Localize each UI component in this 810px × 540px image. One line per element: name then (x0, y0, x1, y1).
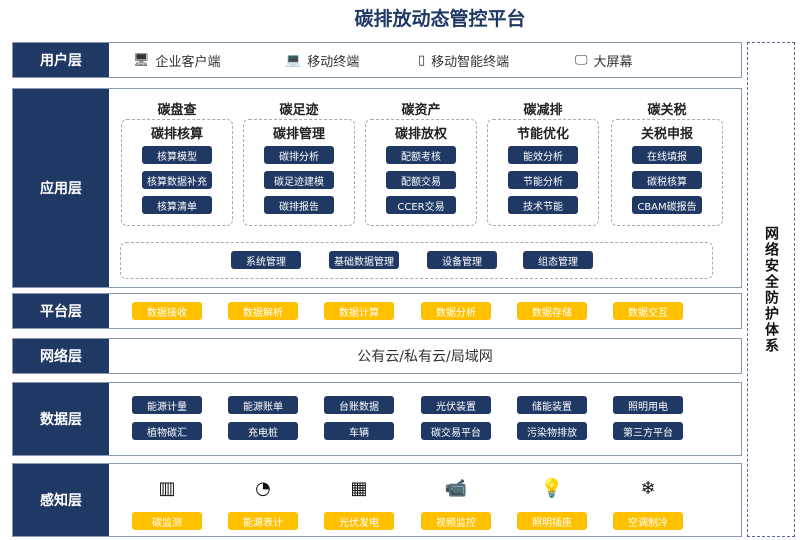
carbon-monitor-icon: ▥ (158, 477, 176, 499)
sensing-button: 照明插座 (517, 512, 587, 530)
sensing-button: 光伏发电 (324, 512, 394, 530)
group-box (243, 119, 355, 226)
layer-label: 平台层 (13, 294, 109, 328)
terminal-desktop: 🖥 企业客户端 (133, 43, 221, 77)
sensing-button: 能源表计 (228, 512, 298, 530)
sensing-button: 空调制冷 (613, 512, 683, 530)
group-box (365, 119, 477, 226)
system-management-box (120, 242, 713, 279)
platform-button: 数据存储 (517, 302, 587, 320)
terminal-monitor: 🖵 大屏幕 (575, 43, 633, 77)
function-button: 核算清单 (142, 196, 212, 214)
function-button: CCER交易 (386, 196, 456, 214)
sensing-button: 碳监测 (132, 512, 202, 530)
system-button: 设备管理 (427, 251, 497, 269)
group-title: 碳减排 (523, 103, 563, 118)
terminal-label: 大屏幕 (593, 54, 633, 70)
network-text: 公有云/私有云/局域网 (357, 349, 493, 365)
group-title: 碳关税 (647, 103, 687, 118)
data-source-button: 污染物排放 (517, 422, 587, 440)
function-button: 核算数据补充 (142, 171, 212, 189)
group-subtitle: 碳排放权 (394, 127, 447, 142)
function-button: 碳排报告 (264, 196, 334, 214)
function-button: 在线填报 (632, 146, 702, 164)
function-button: 技术节能 (508, 196, 578, 214)
terminal-label: 移动智能终端 (431, 54, 510, 70)
system-button: 基础数据管理 (329, 251, 399, 269)
platform-button: 数据接收 (132, 302, 202, 320)
desktop-icon: 🖥 (133, 52, 150, 68)
data-source-button: 车辆 (324, 422, 394, 440)
solar-panel-icon: ▦ (350, 477, 368, 499)
data-source-button: 充电桩 (228, 422, 298, 440)
system-button: 系统管理 (231, 251, 301, 269)
function-button: 碳足迹建模 (264, 171, 334, 189)
layer-label: 用户层 (13, 43, 109, 77)
group-box (611, 119, 723, 226)
function-button: 碳税核算 (632, 171, 702, 189)
function-button: 核算模型 (142, 146, 212, 164)
terminal-label: 移动终端 (307, 54, 360, 70)
group-subtitle: 关税申报 (640, 127, 693, 142)
data-source-button: 能源账单 (228, 396, 298, 414)
app-layer: 应用层 碳盘查碳排核算核算模型核算数据补充核算清单 碳足迹碳排管理碳排分析碳足迹建… (12, 88, 742, 288)
data-source-button: 第三方平台 (613, 422, 683, 440)
data-source-button: 照明用电 (613, 396, 683, 414)
data-source-button: 台账数据 (324, 396, 394, 414)
user-layer: 用户层 🖥 企业客户端 💻 移动终端 ▯ 移动智能终端 🖵 大屏幕 (12, 42, 742, 78)
group-box (487, 119, 599, 226)
light-bulb-icon: 💡 (540, 477, 564, 499)
monitor-icon: 🖵 (575, 52, 588, 68)
platform-button: 数据分析 (421, 302, 491, 320)
data-source-button: 储能装置 (517, 396, 587, 414)
group-subtitle: 碳排核算 (150, 127, 203, 142)
function-button: 能效分析 (508, 146, 578, 164)
layer-label: 数据层 (13, 383, 109, 455)
air-conditioner-icon: ❄ (640, 477, 656, 499)
group-title: 碳盘查 (157, 103, 197, 118)
group-subtitle: 节能优化 (516, 127, 569, 142)
laptop-icon: 💻 (285, 52, 302, 68)
layer-label: 感知层 (13, 464, 109, 536)
function-button: 碳排分析 (264, 146, 334, 164)
group-title: 碳资产 (401, 103, 441, 118)
layer-label: 应用层 (13, 89, 109, 287)
meter-gauge-icon: ◔ (255, 477, 271, 499)
network-layer: 网络层 公有云/私有云/局域网 (12, 338, 742, 374)
function-button: 配额交易 (386, 171, 456, 189)
data-source-button: 能源计量 (132, 396, 202, 414)
security-system-column: 网络安全防护体系 (747, 42, 795, 537)
sensing-layer: 感知层 ▥ 碳监测 ◔ 能源表计 ▦ 光伏发电 📹 视频监控 💡 照明插座 ❄ 空调制冷 (12, 463, 742, 537)
platform-layer: 平台层 数据接收 数据解析 数据计算 数据分析 数据存储 数据交互 (12, 293, 742, 329)
platform-button: 数据交互 (613, 302, 683, 320)
layer-label: 网络层 (13, 339, 109, 373)
page-title: 碳排放动态管控平台 (354, 8, 526, 30)
sensing-button: 视频监控 (421, 512, 491, 530)
terminal-laptop: 💻 移动终端 (285, 43, 359, 77)
data-source-button: 光伏装置 (421, 396, 491, 414)
platform-button: 数据解析 (228, 302, 298, 320)
terminal-smartphone: ▯ 移动智能终端 (418, 43, 509, 77)
group-title: 碳足迹 (279, 103, 319, 118)
function-button: 配额考核 (386, 146, 456, 164)
data-source-button: 碳交易平台 (421, 422, 491, 440)
terminal-label: 企业客户端 (155, 54, 221, 70)
group-subtitle: 碳排管理 (272, 127, 325, 142)
data-source-button: 植物碳汇 (132, 422, 202, 440)
smartphone-icon: ▯ (418, 52, 426, 68)
group-box (121, 119, 233, 226)
security-label: 网络安全防护体系 (763, 225, 779, 354)
data-layer: 数据层 能源计量植物碳汇 能源账单充电桩 台账数据车辆 光伏装置碳交易平台 储能装置污染… (12, 382, 742, 456)
cctv-camera-icon: 📹 (444, 477, 468, 499)
function-button: 节能分析 (508, 171, 578, 189)
platform-button: 数据计算 (324, 302, 394, 320)
function-button: CBAM碳报告 (632, 196, 702, 214)
system-button: 组态管理 (523, 251, 593, 269)
